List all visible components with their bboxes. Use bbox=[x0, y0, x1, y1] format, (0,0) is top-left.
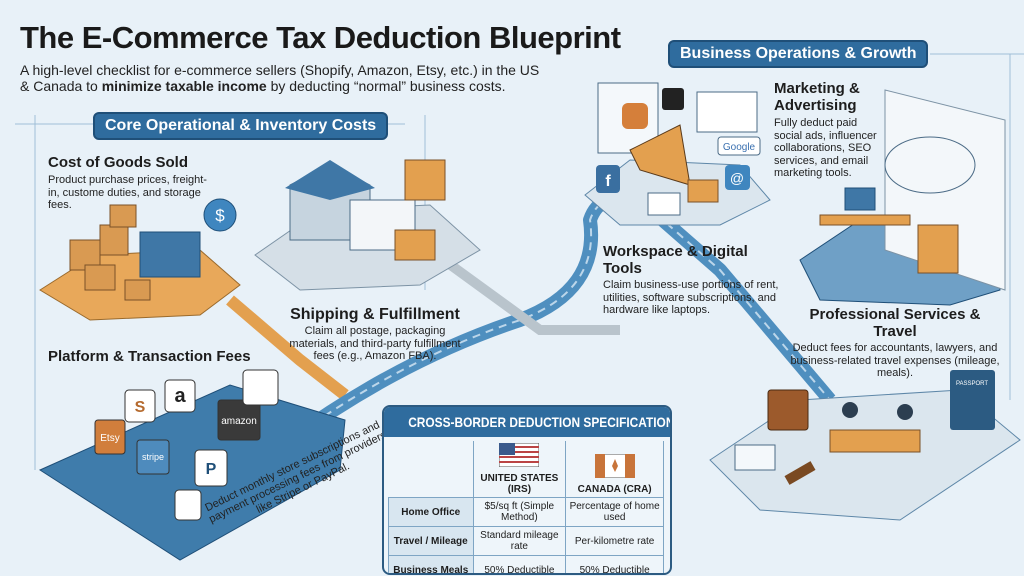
table-row: Home Office $5/sq ft (Simple Method) Per… bbox=[388, 497, 664, 527]
envelope-icon bbox=[647, 192, 681, 216]
laptop-icon bbox=[844, 187, 876, 211]
core-section-label: Core Operational & Inventory Costs bbox=[93, 112, 389, 140]
table-row: Business Meals 50% Deductible 50% Deduct… bbox=[388, 555, 664, 573]
workspace-text: Claim business-use portions of rent, uti… bbox=[603, 279, 779, 316]
amazon-logo: amazon bbox=[221, 416, 257, 427]
workspace-block: Workspace & Digital Tools Claim business… bbox=[603, 243, 788, 317]
page-subtitle: A high-level checklist for e-commerce se… bbox=[20, 62, 540, 94]
table-row: Travel / Mileage Standard mileage rate P… bbox=[388, 526, 664, 556]
platform-title: Platform & Transaction Fees bbox=[48, 348, 251, 365]
cogs-block: Cost of Goods Sold Product purchase pric… bbox=[48, 154, 218, 212]
marketing-title: Marketing & Advertising bbox=[774, 80, 860, 114]
shipping-text: Claim all postage, packaging materials, … bbox=[289, 325, 461, 362]
table-title: CROSS-BORDER DEDUCTION SPECIFICATIONS bbox=[408, 414, 672, 430]
shipping-title: Shipping & Fulfillment bbox=[290, 306, 460, 323]
logo-tiles bbox=[94, 369, 279, 521]
us-flag-icon bbox=[499, 443, 540, 467]
canada-flag-icon bbox=[594, 454, 635, 478]
column-canada: CANADA (CRA) bbox=[565, 441, 664, 498]
workspace-title: Workspace & Digital Tools bbox=[603, 243, 748, 277]
calculator-icon bbox=[734, 444, 776, 471]
orange-road bbox=[226, 295, 349, 400]
amazon-a-logo: a bbox=[174, 385, 186, 407]
box-icon bbox=[69, 204, 151, 301]
cross-border-table-card: CROSS-BORDER DEDUCTION SPECIFICATIONS UN… bbox=[382, 405, 672, 575]
etsy-logo: Etsy bbox=[100, 433, 119, 444]
professional-block: Professional Services & Travel Deduct fe… bbox=[790, 306, 1000, 380]
professional-title: Professional Services & Travel bbox=[809, 306, 981, 340]
briefcase-icon bbox=[767, 389, 809, 431]
stripe-logo: stripe bbox=[142, 452, 164, 462]
column-us: UNITED STATES (IRS) bbox=[472, 441, 567, 498]
cloud-icon bbox=[884, 136, 976, 194]
page-title: The E-Commerce Tax Deduction Blueprint bbox=[20, 20, 621, 55]
dollar-icon bbox=[203, 198, 237, 232]
professional-text: Deduct fees for accountants, lawyers, an… bbox=[790, 342, 1000, 379]
business-section-label: Business Operations & Growth bbox=[668, 40, 929, 68]
shopify-logo: S bbox=[135, 399, 146, 416]
cogs-title: Cost of Goods Sold bbox=[48, 154, 188, 171]
platform-board bbox=[38, 384, 346, 561]
facebook-logo: f bbox=[605, 173, 611, 190]
marketing-block: Marketing & Advertising Fully deduct pai… bbox=[774, 80, 884, 180]
shipping-block: Shipping & Fulfillment Claim all postage… bbox=[280, 306, 470, 363]
at-icon: @ bbox=[730, 170, 744, 186]
marketing-text: Fully deduct paid social ads, influencer… bbox=[774, 117, 877, 179]
google-logo: Google bbox=[723, 142, 756, 153]
gavel-icon bbox=[784, 461, 816, 485]
cogs-text: Product purchase prices, freight-in, cus… bbox=[48, 174, 207, 211]
container-icon bbox=[139, 231, 201, 278]
svg-text:PASSPORT: PASSPORT bbox=[956, 381, 988, 387]
paypal-logo: P bbox=[206, 461, 217, 478]
svg-text:$: $ bbox=[215, 206, 225, 225]
cross-border-table: UNITED STATES (IRS) CANADA (CRA) Home Of… bbox=[388, 441, 664, 573]
passport-icon bbox=[950, 370, 995, 430]
